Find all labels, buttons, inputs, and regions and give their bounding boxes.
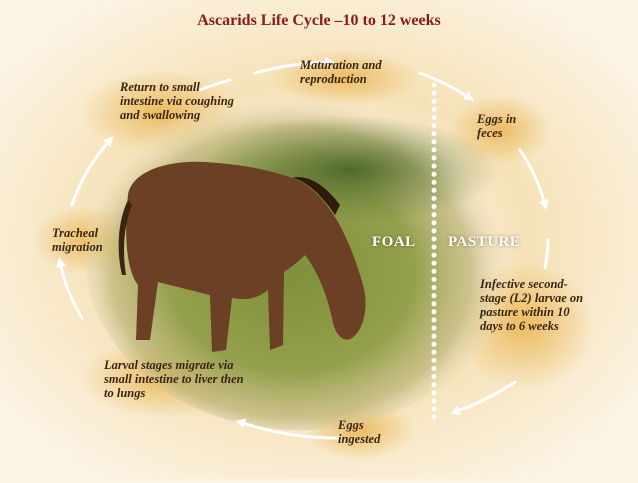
stage-tracheal-migration: Tracheal migration [52,226,103,254]
zone-foal: FOAL [372,234,416,250]
stage-eggs-ingested: Eggs ingested [338,418,381,446]
stage-maturation: Maturation and reproduction [300,58,382,86]
arrow-to-eggs-feces [418,71,475,101]
zone-pasture: PASTURE [448,234,521,250]
arrow-to-return [70,136,114,207]
stage-larval-migration: Larval stages migrate via small intestin… [104,358,244,400]
stage-return-to-intestine: Return to small intestine via coughing a… [120,80,234,122]
life-cycle-ring [56,57,550,440]
arrow-to-maturation [253,57,335,75]
ring-segment-top-left [198,78,232,92]
arrow-to-pasture [518,148,549,210]
diagram-title: Ascarids Life Cycle –10 to 12 weeks [197,12,441,29]
stage-eggs-in-feces: Eggs in feces [477,112,517,140]
arrow-to-larval [235,418,342,440]
foal-horse-image [118,161,366,352]
ring-segment-right [543,238,550,270]
stage-infective-larvae: Infective second-stage (L2) larvae on pa… [480,277,584,333]
arrow-to-tracheal [56,257,84,320]
arrow-to-eggs-ingested [450,380,517,416]
